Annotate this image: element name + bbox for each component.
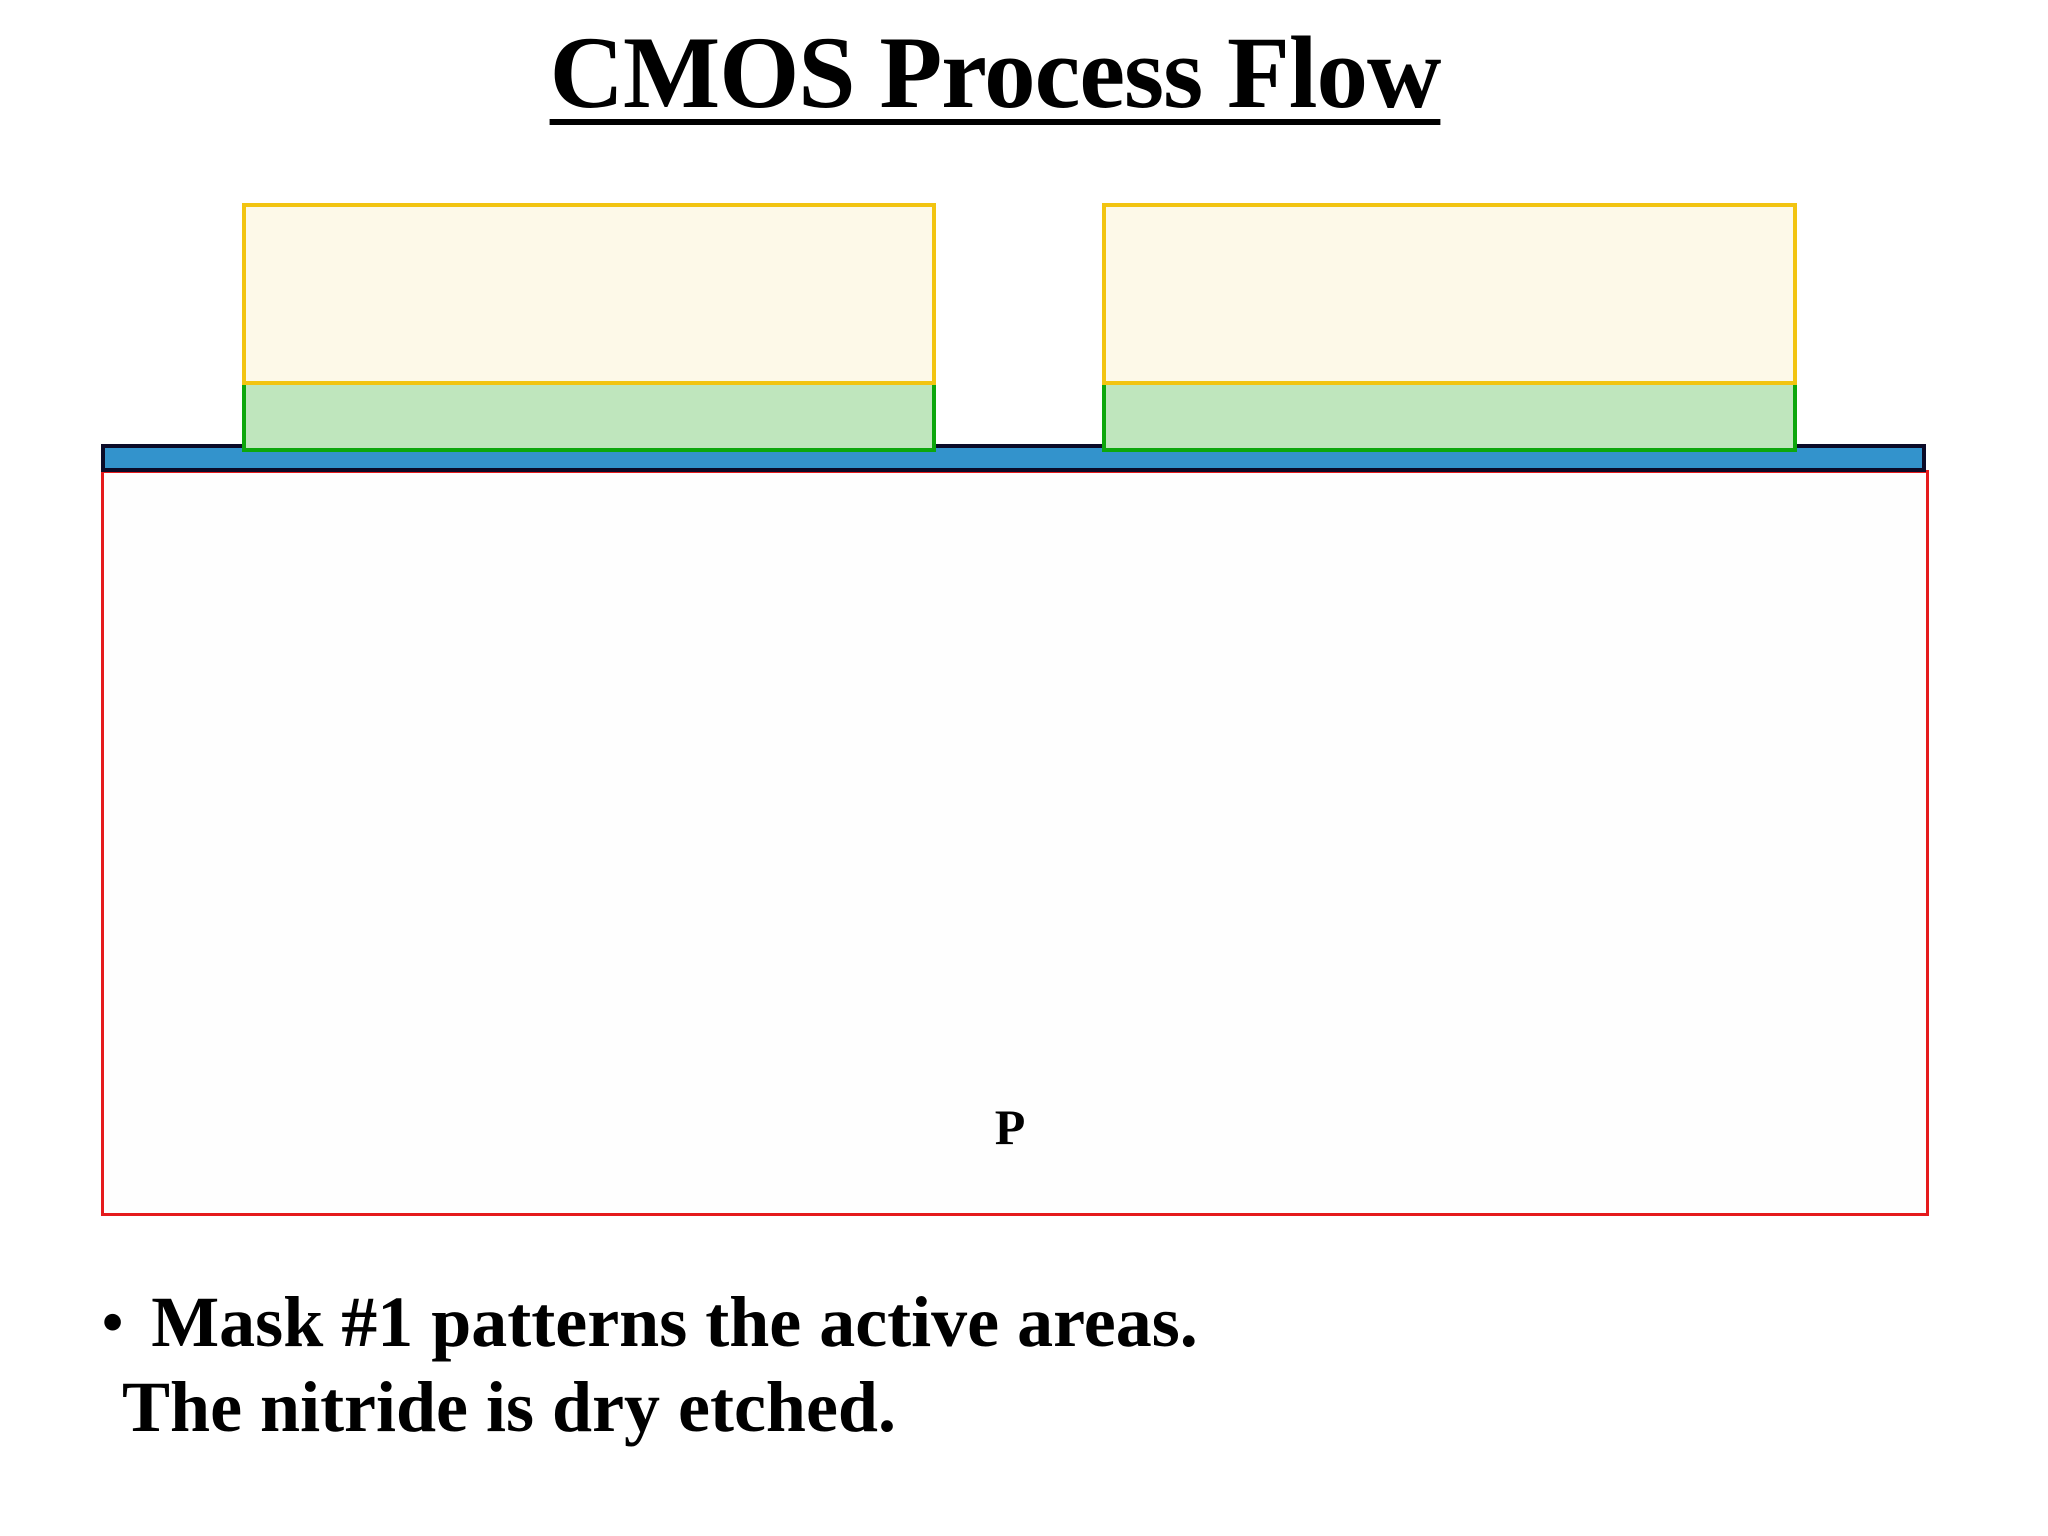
substrate-rect (101, 470, 1929, 1216)
notes-line-1: • Mask #1 patterns the active areas. (100, 1280, 1198, 1365)
nitride-left-rect (242, 381, 936, 452)
photoresist-right-rect (1102, 203, 1797, 385)
nitride-right-rect (1102, 381, 1797, 452)
photoresist-left-rect (242, 203, 936, 385)
bullet-icon: • (101, 1288, 124, 1357)
notes-line-1-text: Mask #1 patterns the active areas. (151, 1282, 1198, 1362)
substrate-label: P (994, 1099, 1026, 1155)
notes-block: • Mask #1 patterns the active areas. The … (100, 1280, 1198, 1450)
notes-line-2: The nitride is dry etched. (122, 1367, 896, 1447)
slide-title: CMOS Process Flow (549, 16, 1442, 130)
